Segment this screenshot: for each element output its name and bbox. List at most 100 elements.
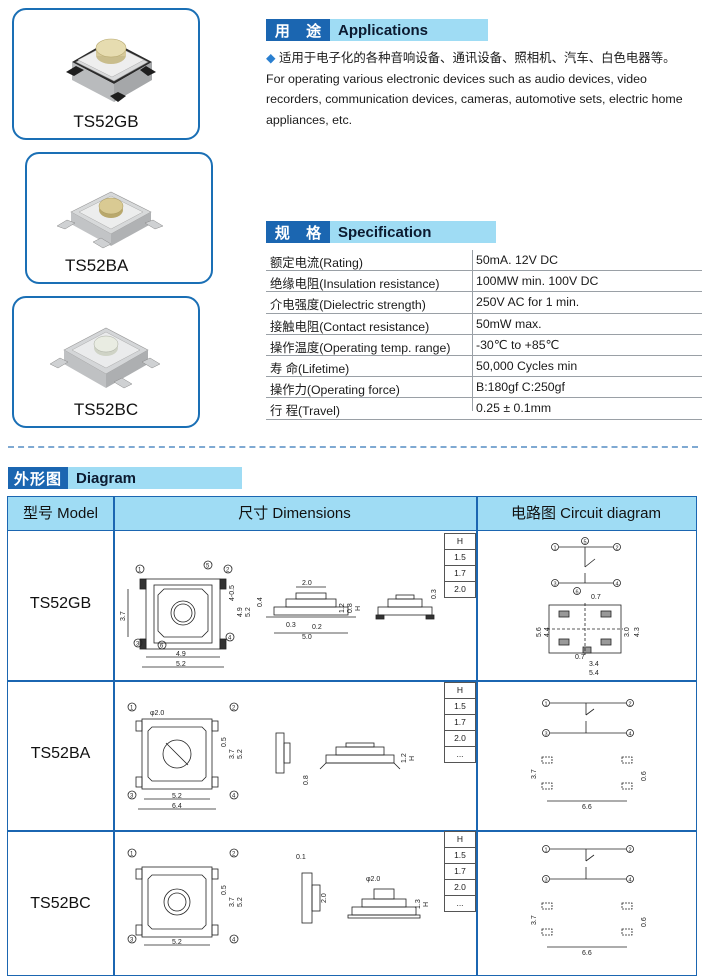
specification-title-en: Specification (330, 221, 496, 243)
applications-header: 用 途 Applications (266, 19, 488, 41)
svg-text:1: 1 (545, 702, 548, 708)
svg-text:4: 4 (629, 732, 632, 738)
height-cell: 2.0 (445, 731, 475, 747)
svg-text:0.6: 0.6 (641, 771, 648, 781)
specification-title-cn: 规 格 (266, 221, 330, 243)
svg-text:2: 2 (232, 706, 236, 712)
svg-text:3.0: 3.0 (624, 627, 631, 637)
svg-text:1: 1 (138, 568, 142, 574)
svg-text:3.7: 3.7 (120, 611, 127, 621)
svg-text:5.2: 5.2 (176, 661, 186, 668)
svg-text:6.4: 6.4 (172, 803, 182, 810)
spec-row: 介电强度(Dielectric strength) 250V AC for 1 m… (266, 292, 702, 314)
spec-value: -30℃ to +85℃ (476, 337, 560, 352)
svg-text:H: H (409, 756, 416, 761)
product-photo-ts52gb (66, 38, 156, 102)
height-cell: 1.7 (445, 715, 475, 731)
svg-text:0.5: 0.5 (221, 885, 228, 895)
svg-text:2: 2 (226, 568, 230, 574)
svg-text:3: 3 (130, 938, 134, 944)
svg-text:6.6: 6.6 (582, 804, 592, 811)
spec-key: 接触电阻(Contact resistance) (270, 319, 430, 334)
applications-title-cn: 用 途 (266, 19, 330, 41)
height-cell: 2.0 (445, 880, 475, 896)
height-cell: 1.7 (445, 566, 475, 582)
svg-text:5.2: 5.2 (172, 939, 182, 946)
svg-text:0.7: 0.7 (575, 654, 585, 661)
svg-text:1.3: 1.3 (415, 899, 422, 909)
svg-text:4: 4 (232, 794, 236, 800)
height-table: H 1.5 1.7 2.0 (444, 533, 476, 598)
specification-table: 额定电流(Rating)50mA. 12V DC 绝缘电阻(Insulation… (266, 250, 702, 420)
spec-key: 介电强度(Dielectric strength) (270, 298, 426, 313)
spec-value: 50,000 Cycles min (476, 358, 578, 373)
svg-text:4.4: 4.4 (544, 627, 551, 637)
col-model: 型号 Model (22, 505, 99, 522)
diagram-title-en: Diagram (68, 467, 242, 489)
spec-value: 250V AC for 1 min. (476, 295, 580, 310)
svg-text:1.2: 1.2 (401, 753, 408, 763)
height-cell: ... (456, 898, 464, 908)
product-photo-ts52bc (49, 327, 161, 389)
diagram-title-cn: 外形图 (8, 467, 68, 489)
svg-text:2: 2 (629, 848, 632, 854)
product-label: TS52BA (65, 256, 129, 275)
col-circuit: 电路图 Circuit diagram (510, 505, 662, 522)
svg-text:4-0.5: 4-0.5 (229, 585, 236, 601)
row-model: TS52BC (30, 895, 91, 912)
svg-text:0.3: 0.3 (431, 589, 438, 599)
dimension-drawing-ts52bc: 1 2 3 4 5.2 0.5 3.7 5.2 0.1 2.0 φ2.0 1.3… (127, 848, 430, 946)
svg-text:3: 3 (130, 794, 134, 800)
height-cell: H (445, 534, 475, 550)
svg-text:1.2: 1.2 (339, 603, 346, 613)
height-cell: 2.0 (454, 584, 466, 594)
product-card-ts52ba: TS52BA (25, 152, 213, 284)
spec-key: 寿 命(Lifetime) (270, 361, 350, 376)
svg-text:3: 3 (545, 732, 548, 738)
applications-title-en: Applications (330, 19, 488, 41)
product-label: TS52BC (73, 400, 139, 419)
svg-text:4: 4 (616, 582, 619, 588)
svg-text:3.7: 3.7 (229, 897, 236, 907)
spec-row: 行 程(Travel)0.25 ± 0.1mm (266, 398, 702, 420)
svg-text:φ2.0: φ2.0 (366, 876, 380, 883)
applications-text-en: For operating various electronic devices… (266, 71, 683, 127)
product-label: TS52GB (73, 112, 139, 131)
spec-row: 寿 命(Lifetime) 50,000 Cycles min (266, 356, 702, 378)
product-card-ts52bc: TS52BC (12, 296, 200, 428)
spec-key: 操作力(Operating force) (270, 383, 400, 398)
product-card-ts52gb: TS52GB (12, 8, 200, 140)
specification-header: 规 格 Specification (266, 221, 496, 243)
svg-text:4: 4 (232, 938, 236, 944)
spec-value: 50mW max. (476, 316, 542, 331)
spec-value: 50mA. 12V DC (476, 253, 559, 267)
diagram-header: 外形图 Diagram (8, 467, 242, 489)
svg-text:3.4: 3.4 (589, 661, 599, 668)
circuit-diagram-ts52bc: 1 2 3 4 3.7 0.6 6.6 (531, 845, 648, 957)
section-divider (8, 446, 698, 448)
svg-text:1: 1 (554, 546, 557, 552)
svg-text:0.7: 0.7 (591, 594, 601, 601)
svg-text:3.7: 3.7 (229, 749, 236, 759)
svg-text:3.7: 3.7 (531, 915, 538, 925)
svg-text:5: 5 (584, 540, 587, 546)
svg-text:6: 6 (160, 644, 164, 650)
svg-text:3: 3 (554, 582, 557, 588)
svg-text:0.8: 0.8 (347, 603, 354, 613)
height-cell: ... (456, 749, 464, 759)
height-cell: H (445, 683, 475, 699)
svg-text:2: 2 (232, 852, 236, 858)
height-cell: 1.5 (445, 848, 475, 864)
svg-text:H: H (423, 902, 430, 907)
svg-text:0.5: 0.5 (221, 737, 228, 747)
height-table: H 1.5 1.7 2.0 ... (444, 831, 476, 912)
svg-text:φ2.0: φ2.0 (150, 710, 164, 717)
svg-text:4: 4 (228, 636, 232, 642)
svg-text:4.9: 4.9 (237, 607, 244, 617)
svg-text:0.1: 0.1 (296, 854, 306, 861)
row-model: TS52BA (30, 745, 91, 762)
svg-text:2: 2 (616, 546, 619, 552)
spec-value: 100MW min. 100V DC (476, 274, 599, 289)
dimension-drawing-ts52ba: 1 2 3 4 φ2.0 5.2 6.4 0.5 3.7 5.2 1.2 H 0… (127, 702, 416, 810)
spec-row: 绝缘电阻(Insulation resistance)100MW min. 10… (266, 271, 702, 293)
